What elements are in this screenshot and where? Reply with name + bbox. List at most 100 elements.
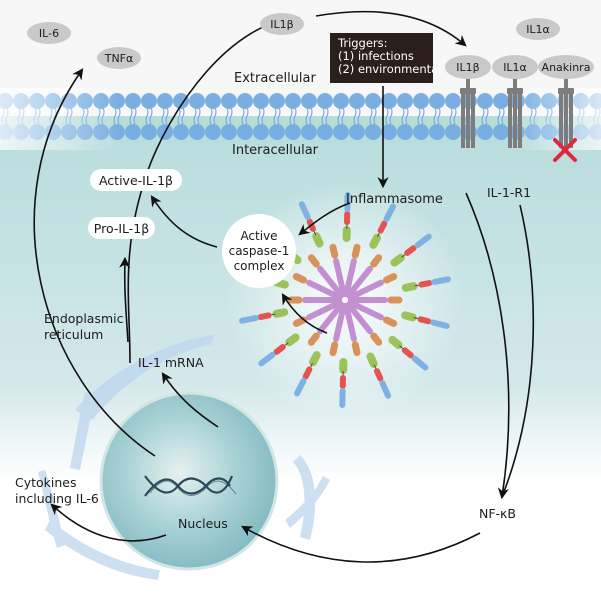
blue-domain bbox=[298, 201, 311, 221]
triggers-box: Triggers: (1) infections (2) environment… bbox=[330, 33, 442, 83]
pro-il1b-node: Pro-IL-1β bbox=[88, 217, 155, 239]
blue-domain bbox=[294, 377, 307, 397]
red-domain bbox=[273, 344, 286, 355]
er-shapes bbox=[38, 335, 330, 580]
core-spoke bbox=[305, 299, 343, 321]
er-label-line: reticulum bbox=[44, 327, 104, 342]
caspase-label-line: caspase-1 bbox=[228, 243, 290, 258]
receptor-group bbox=[460, 79, 574, 148]
block-x-icon bbox=[553, 138, 577, 162]
membrane-fade bbox=[0, 88, 601, 150]
green-domain bbox=[285, 333, 300, 347]
il1-mrna-label: IL-1 mRNA bbox=[138, 355, 204, 370]
red-domain bbox=[302, 366, 313, 380]
core-spoke bbox=[317, 265, 345, 299]
receptor-il1α bbox=[507, 79, 523, 148]
nucleus-label: Nucleus bbox=[178, 516, 228, 531]
receptor-ligand-il1a: IL1α bbox=[492, 55, 538, 79]
blue-domain bbox=[239, 314, 259, 324]
orange-domain bbox=[307, 332, 320, 346]
red-domain bbox=[257, 312, 272, 320]
core-spoke bbox=[333, 302, 347, 342]
receptor-ligand-label: IL1β bbox=[456, 60, 480, 74]
green-domain bbox=[309, 351, 321, 367]
tnfa-label: TNFα bbox=[104, 51, 134, 65]
arrow-mrna-to-pro bbox=[119, 256, 131, 343]
arrow-nucleus-to-mrna bbox=[161, 372, 219, 428]
orange-domain bbox=[351, 243, 361, 259]
green-domain bbox=[272, 308, 289, 318]
cytokine-il1a: IL1α bbox=[516, 18, 560, 40]
orange-domain bbox=[351, 341, 361, 357]
arrow-inflammasome-to-caspase bbox=[298, 202, 351, 236]
caspase-label-line: complex bbox=[233, 258, 285, 273]
cytokines-out-line: including IL-6 bbox=[15, 491, 99, 506]
orange-domain bbox=[370, 332, 383, 346]
nucleus bbox=[99, 391, 279, 571]
active-il1b-label: Active-IL-1β bbox=[98, 172, 174, 188]
active-caspase-1-complex: Active caspase-1 complex bbox=[222, 214, 296, 288]
cytokine-tnfa: TNFα bbox=[97, 47, 141, 69]
cytokine-il1b: IL1β bbox=[260, 13, 304, 35]
green-domain bbox=[366, 352, 378, 368]
arrow-complex-to-caspase bbox=[281, 293, 328, 334]
arrow-receptor-to-nfkb-2 bbox=[501, 204, 535, 498]
red-domain bbox=[401, 347, 414, 359]
dna-helix-icon bbox=[144, 475, 237, 497]
pro-il1b-label: Pro-IL-1β bbox=[93, 220, 150, 236]
blue-domain bbox=[379, 379, 392, 399]
triggers-title: Triggers: bbox=[338, 36, 388, 50]
arrow-nucleus-to-tnfa bbox=[33, 68, 156, 457]
intracellular-label: Interacellular bbox=[232, 143, 319, 158]
red-domain bbox=[374, 368, 384, 382]
er-label-line: Endoplasmic bbox=[44, 311, 124, 326]
blue-domain bbox=[383, 203, 396, 223]
red-domain bbox=[404, 245, 417, 256]
orange-domain bbox=[292, 316, 308, 327]
extracellular-label: Extracellular bbox=[234, 71, 316, 86]
orange-domain bbox=[370, 254, 383, 268]
core-spoke bbox=[345, 265, 373, 299]
blue-domain bbox=[411, 355, 429, 371]
green-domain bbox=[369, 233, 381, 249]
orange-domain bbox=[382, 316, 398, 327]
orange-domain bbox=[382, 273, 398, 284]
blue-domain bbox=[430, 319, 450, 329]
receptor-anakinra bbox=[558, 79, 574, 148]
core-spoke bbox=[345, 301, 373, 335]
core-spoke bbox=[347, 279, 385, 301]
receptor-ligand-anakinra: Anakinra bbox=[538, 55, 594, 79]
receptor-ligand-label: IL1α bbox=[503, 60, 527, 74]
arrow-nfkb-to-nucleus bbox=[241, 525, 481, 563]
receptor-ligand-il1b: IL1β bbox=[445, 55, 491, 79]
er-label: Endoplasmic reticulum bbox=[44, 311, 124, 343]
il-1-r1-label: IL-1-R1 bbox=[487, 185, 532, 200]
arrow-nucleus-to-cytokines bbox=[50, 503, 167, 542]
green-domain bbox=[390, 253, 405, 267]
blue-domain bbox=[431, 276, 451, 286]
cytokines-out-line: Cytokines bbox=[15, 475, 77, 490]
red-domain bbox=[377, 220, 388, 234]
green-domain bbox=[401, 282, 418, 292]
green-domain bbox=[388, 335, 403, 350]
core-spoke bbox=[305, 279, 343, 301]
caspase-label-line: Active bbox=[240, 228, 278, 243]
receptor-ligand-label: Anakinra bbox=[541, 60, 591, 74]
orange-domain bbox=[307, 254, 320, 268]
red-domain bbox=[418, 280, 433, 288]
core-spoke bbox=[343, 258, 357, 298]
red-domain bbox=[417, 316, 432, 325]
orange-domain bbox=[329, 243, 339, 259]
cytokine-il6: IL-6 bbox=[27, 22, 71, 44]
blue-domain bbox=[414, 233, 432, 249]
arrow-receptor-to-nfkb-1 bbox=[465, 192, 510, 500]
arrow-caspase-to-active bbox=[150, 195, 218, 248]
core-spoke bbox=[333, 258, 347, 298]
blue-domain bbox=[258, 351, 276, 367]
trigger-item: (2) environmental bbox=[338, 62, 442, 76]
orange-domain bbox=[329, 341, 339, 357]
nfkb-label: NF-κB bbox=[479, 506, 516, 521]
core-spoke bbox=[317, 301, 345, 335]
il1b-label: IL1β bbox=[270, 17, 294, 31]
